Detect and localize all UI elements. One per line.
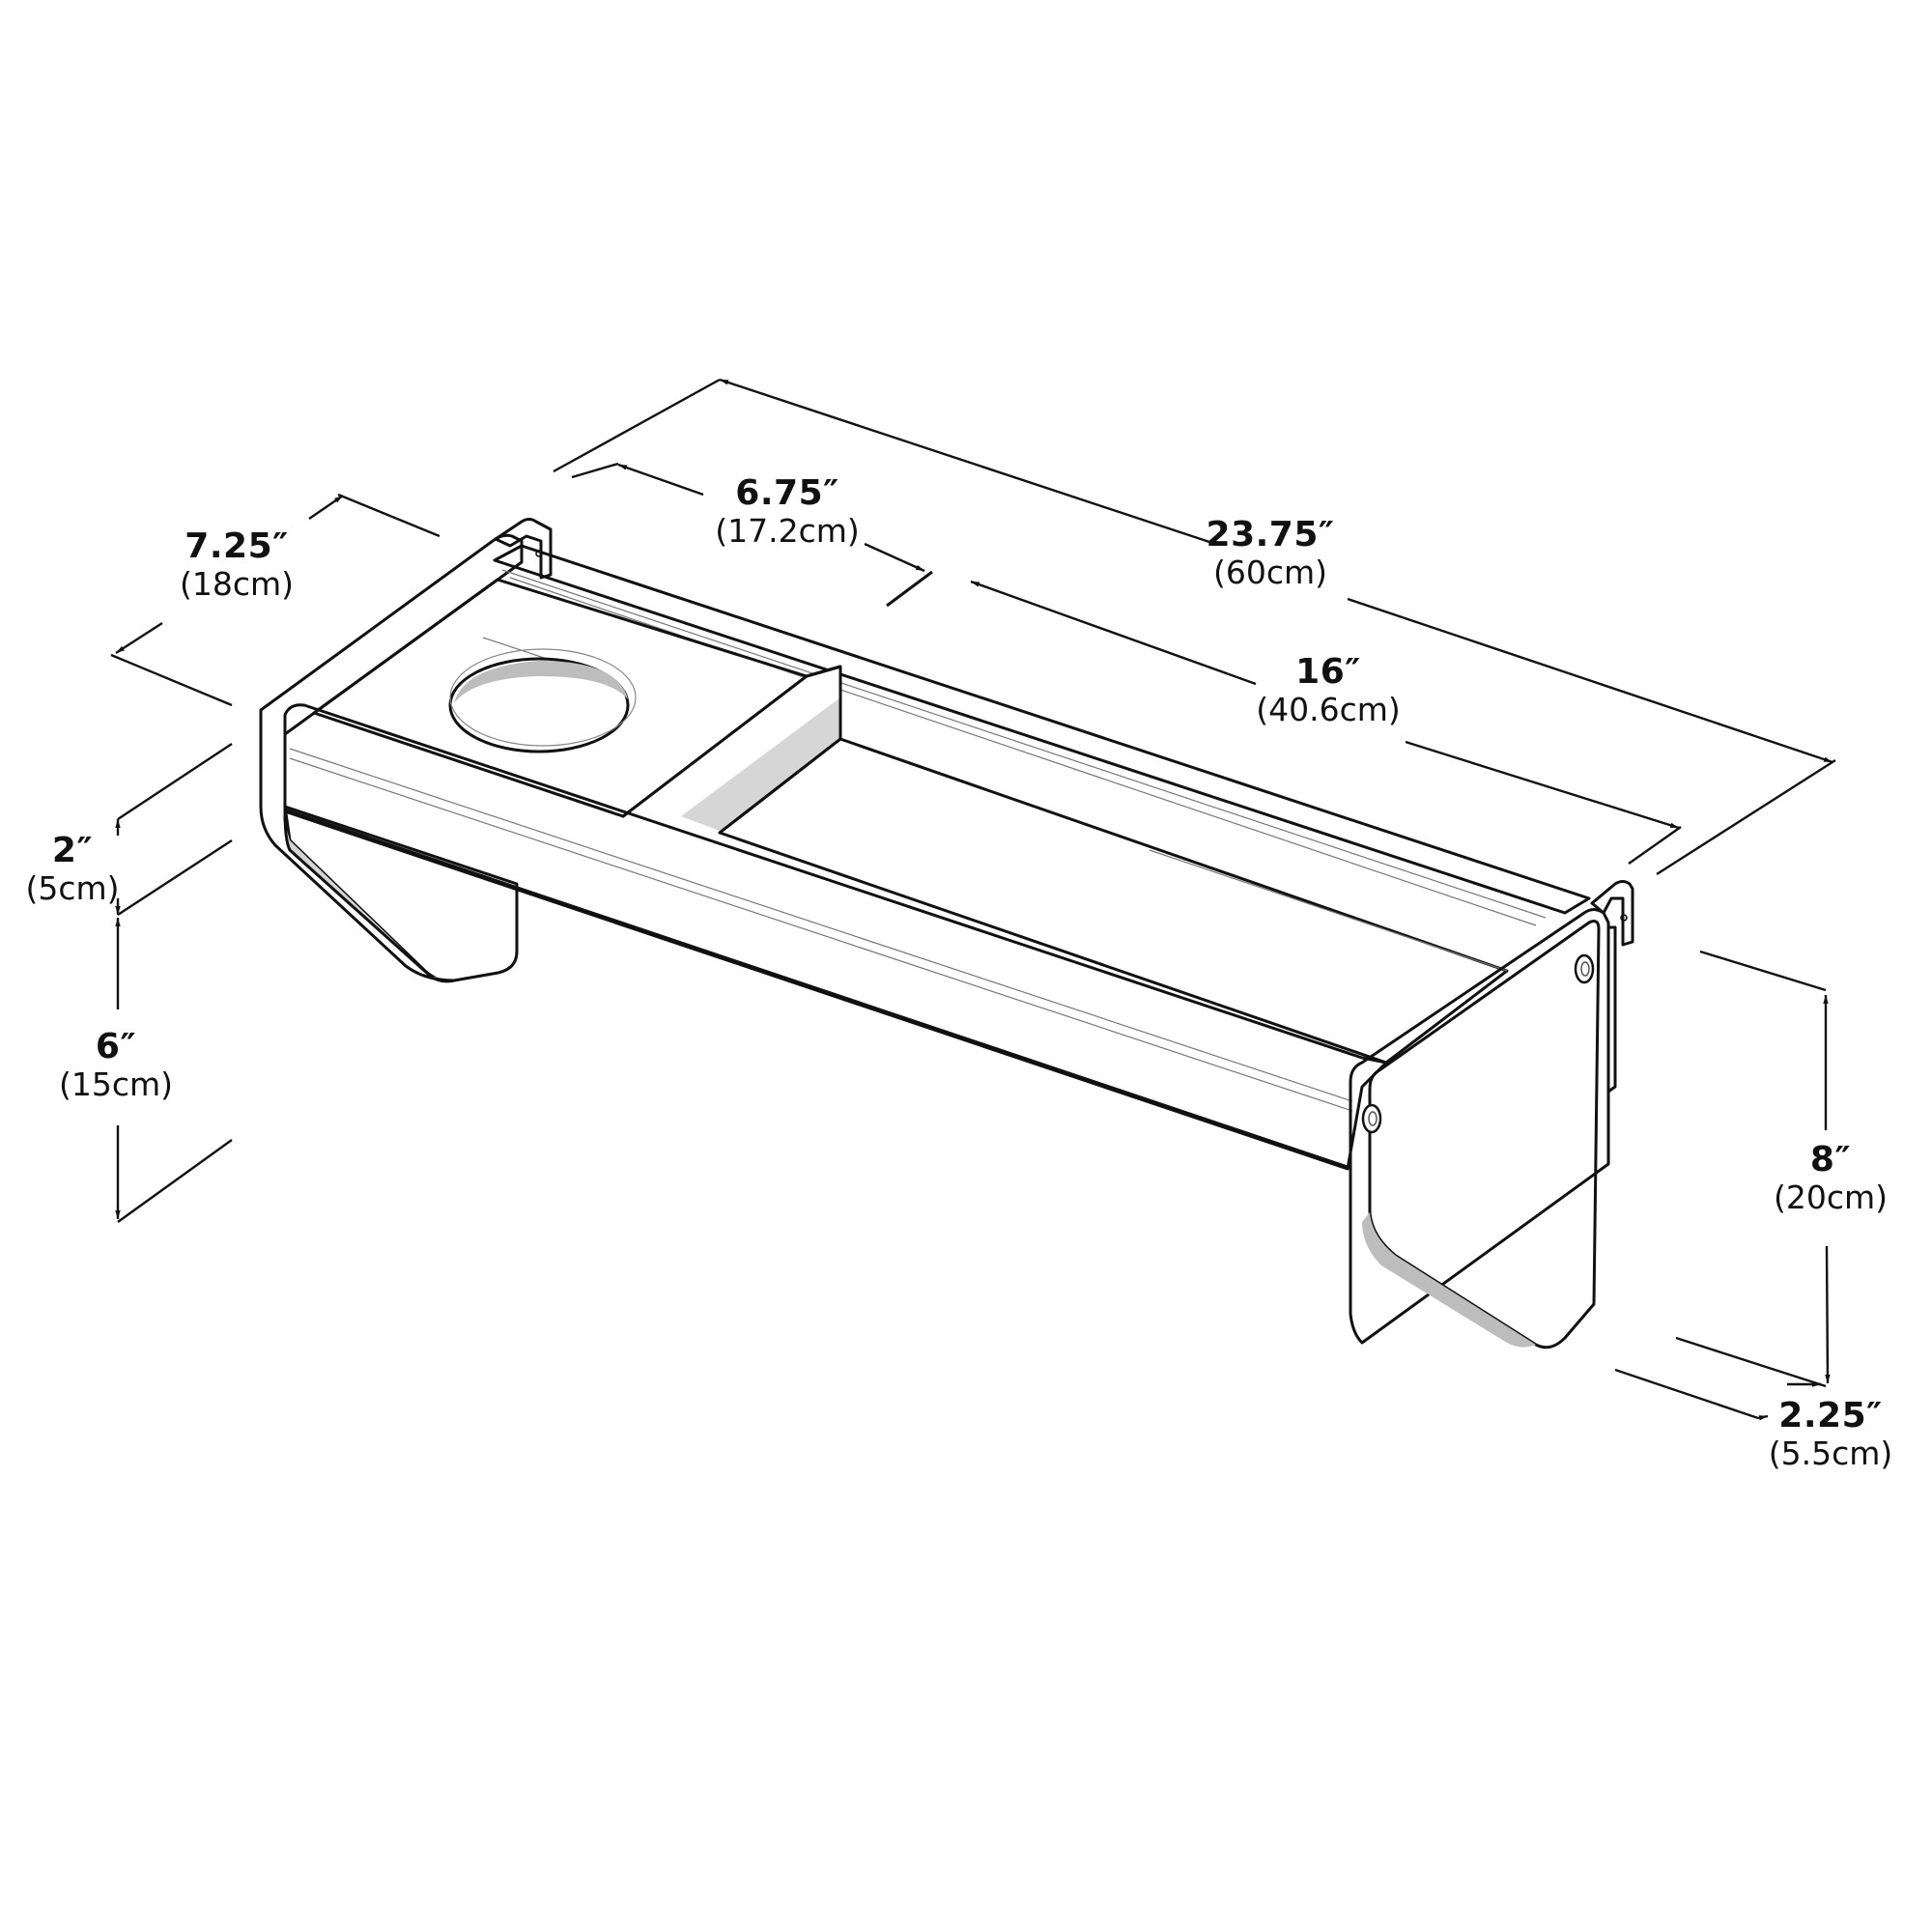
dim-open-section-label: 16″ (40.6cm) <box>1236 652 1420 728</box>
dim-bracket-thickness-imperial: 2.25″ <box>1778 1396 1883 1435</box>
dim-cup-section-label: 6.75″ (17.2cm) <box>691 473 884 550</box>
dim-cup-section-metric: (17.2cm) <box>715 512 860 551</box>
dim-overall-width-label: 23.75″ (60cm) <box>1188 515 1352 591</box>
dim-depth-imperial: 7.25″ <box>185 526 289 566</box>
dim-overall-height-metric: (20cm) <box>1773 1179 1889 1217</box>
dimension-lines <box>110 378 1836 1421</box>
right-end-frame <box>1349 908 1610 1345</box>
dim-depth-label: 7.25″ (18cm) <box>155 526 319 603</box>
open-section-top <box>718 737 1509 1065</box>
dim-open-section-metric: (40.6cm) <box>1256 691 1401 729</box>
wall-hook-right <box>1590 880 1634 1094</box>
screw-hole-left <box>1361 1103 1382 1134</box>
dim-open-section-imperial: 16″ <box>1295 652 1361 692</box>
dim-rail-height-label: 2″ (5cm) <box>19 831 126 907</box>
left-bracket-underside <box>283 805 519 982</box>
dim-bracket-thickness-label: 2.25″ (5.5cm) <box>1753 1396 1908 1472</box>
wall-hook-left <box>494 518 553 580</box>
dim-bracket-drop-imperial: 6″ <box>95 1027 137 1066</box>
back-rail <box>493 544 1591 915</box>
screw-hole-right <box>1574 953 1595 984</box>
dim-bracket-drop-label: 6″ (15cm) <box>48 1027 184 1103</box>
dim-overall-width-imperial: 23.75″ <box>1206 515 1335 554</box>
right-bracket-face <box>1368 920 1601 1350</box>
shelf-body <box>259 518 1634 1350</box>
divider <box>621 665 842 835</box>
dim-bracket-drop-metric: (15cm) <box>58 1065 174 1104</box>
left-end-frame <box>259 533 524 983</box>
dim-cup-section-imperial: 6.75″ <box>735 473 839 513</box>
dim-rail-height-metric: (5cm) <box>25 869 120 908</box>
dim-overall-width-metric: (60cm) <box>1212 554 1328 592</box>
dim-bracket-thickness-metric: (5.5cm) <box>1768 1435 1893 1473</box>
dim-overall-height-imperial: 8″ <box>1809 1140 1852 1179</box>
dim-depth-metric: (18cm) <box>179 565 295 604</box>
front-rail <box>283 703 1388 1171</box>
dim-overall-height-label: 8″ (20cm) <box>1758 1140 1903 1216</box>
dim-rail-height-imperial: 2″ <box>51 831 94 870</box>
cup-hole <box>448 648 637 753</box>
